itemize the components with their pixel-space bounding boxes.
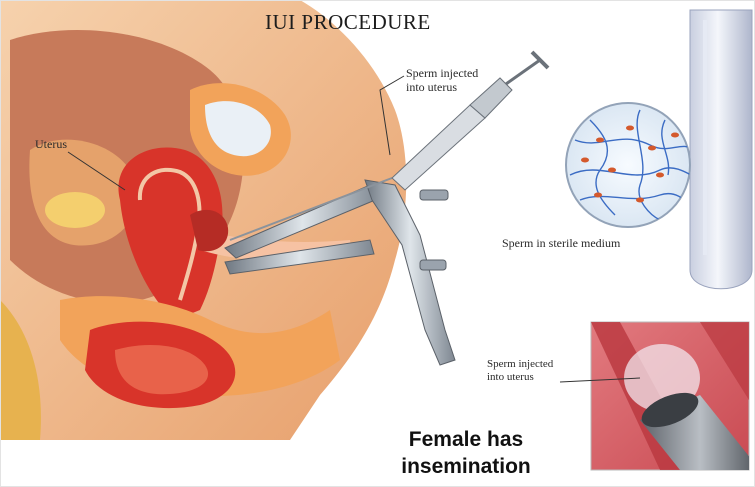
sample-tube — [690, 10, 752, 289]
sperm-magnified-view — [566, 103, 700, 227]
inset-closeup — [591, 322, 755, 470]
speculum-screw — [420, 190, 448, 200]
plunger-rod — [506, 60, 540, 84]
sperm-injected-label-top-line2: into uterus — [406, 80, 478, 94]
ovary — [45, 192, 105, 228]
sperm-injected-label-top: Sperm injected into uterus — [406, 66, 478, 94]
caption-line1: Female has — [386, 426, 546, 453]
speculum-screw-2 — [420, 260, 446, 270]
diagram-title: IUI PROCEDURE — [265, 10, 431, 35]
uterus-label: Uterus — [35, 137, 67, 152]
sperm-injected-label-inset-line1: Sperm injected — [487, 358, 553, 371]
caption: Female has insemination — [386, 426, 546, 480]
sperm-injected-label-inset-line2: into uterus — [487, 371, 553, 384]
anatomy-cross-section — [0, 0, 406, 440]
caption-line2: insemination — [386, 453, 546, 480]
sperm-injected-label-inset: Sperm injected into uterus — [487, 358, 553, 384]
sperm-injected-label-top-line1: Sperm injected — [406, 66, 478, 80]
syringe-barrel — [392, 105, 485, 190]
tube-body — [690, 10, 752, 289]
sperm-medium-label: Sperm in sterile medium — [502, 236, 620, 251]
